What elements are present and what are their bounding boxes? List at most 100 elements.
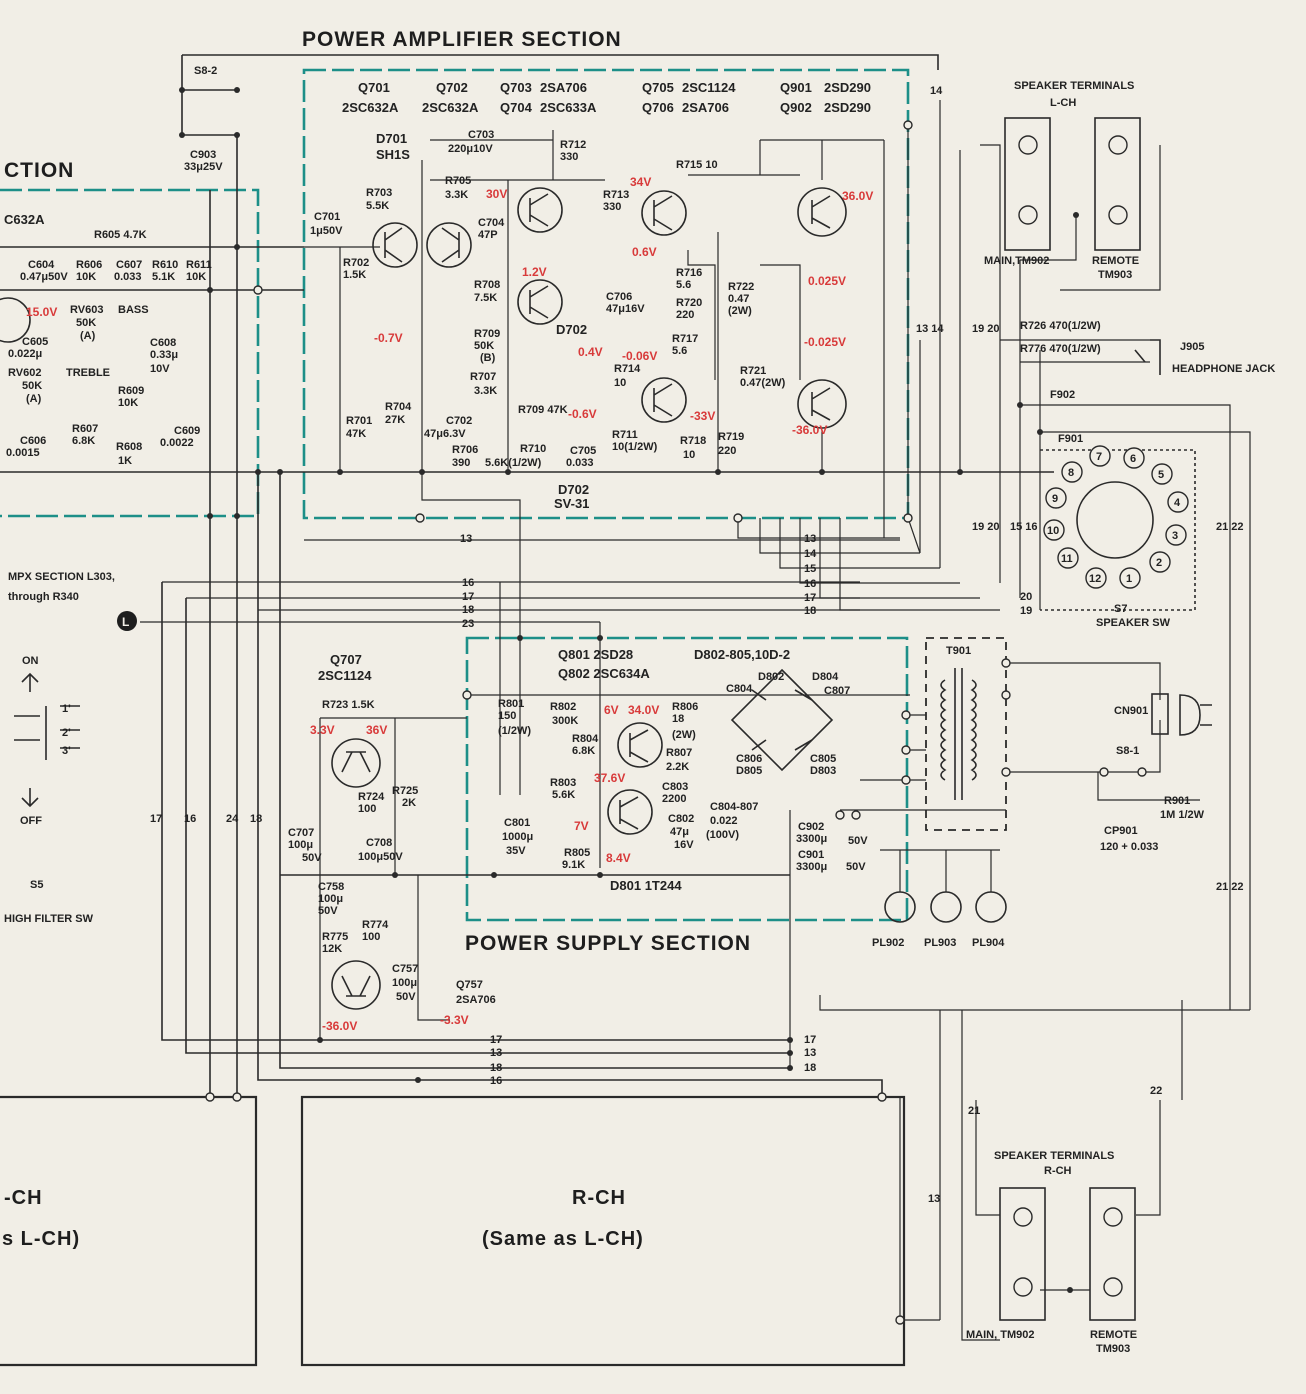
svg-text:17: 17	[804, 592, 816, 604]
svg-text:30V: 30V	[486, 187, 507, 201]
amp-part-labels: D701 SH1S C703 220μ10V R712 330 R715 10 …	[310, 129, 786, 511]
svg-text:1: 1	[1126, 573, 1132, 585]
svg-text:3: 3	[1172, 530, 1178, 542]
svg-text:D701: D701	[376, 131, 407, 146]
svg-text:R726 470(1/2W): R726 470(1/2W)	[1020, 320, 1101, 332]
svg-text:17: 17	[462, 591, 474, 603]
svg-text:2SC633A: 2SC633A	[540, 100, 597, 115]
svg-text:10: 10	[683, 449, 695, 461]
svg-text:16: 16	[462, 577, 474, 589]
svg-text:C632A: C632A	[4, 212, 45, 227]
svg-text:R706: R706	[452, 444, 478, 456]
svg-text:2': 2'	[62, 727, 71, 739]
svg-text:HEADPHONE JACK: HEADPHONE JACK	[1172, 363, 1275, 375]
svg-text:C801: C801	[504, 817, 530, 829]
svg-text:50K: 50K	[76, 317, 96, 329]
svg-text:-36.0V: -36.0V	[792, 423, 827, 437]
svg-text:PL904: PL904	[972, 937, 1005, 949]
svg-text:R723 1.5K: R723 1.5K	[322, 699, 375, 711]
svg-text:D803: D803	[810, 765, 836, 777]
svg-text:R607: R607	[72, 423, 98, 435]
svg-text:R713: R713	[603, 189, 629, 201]
svg-text:18: 18	[462, 604, 474, 616]
transformer-box	[925, 637, 1007, 831]
svg-text:5.6K(1/2W): 5.6K(1/2W)	[485, 457, 542, 469]
svg-text:R805: R805	[564, 847, 590, 859]
speaker-rch-labels: SPEAKER TERMINALS R-CH MAIN, TM902 REMOT…	[966, 1150, 1137, 1355]
svg-text:SH1S: SH1S	[376, 147, 410, 162]
svg-text:C806: C806	[736, 753, 762, 765]
svg-text:100μ: 100μ	[392, 977, 417, 989]
svg-text:5.1K: 5.1K	[152, 271, 175, 283]
svg-text:50V: 50V	[846, 861, 866, 873]
supply-labels: Q707 2SC1124 R723 1.5K 3.3V 36V R724 100…	[288, 645, 1205, 1033]
svg-text:SPEAKER SW: SPEAKER SW	[1096, 617, 1171, 629]
svg-text:50V: 50V	[302, 852, 322, 864]
svg-text:10V: 10V	[150, 363, 170, 375]
svg-text:C757: C757	[392, 963, 418, 975]
svg-text:R719: R719	[718, 431, 744, 443]
svg-text:13: 13	[804, 533, 816, 545]
svg-text:34.0V: 34.0V	[628, 703, 659, 717]
svg-text:(B): (B)	[480, 352, 496, 364]
svg-text:C608: C608	[150, 337, 176, 349]
svg-text:Q704: Q704	[500, 100, 533, 115]
svg-text:0.022μ: 0.022μ	[8, 348, 42, 360]
svg-text:10K: 10K	[76, 271, 96, 283]
svg-text:6: 6	[1130, 453, 1136, 465]
svg-text:8: 8	[1068, 467, 1074, 479]
rch-block-title: R-CH	[572, 1187, 626, 1209]
svg-text:R804: R804	[572, 733, 599, 745]
svg-text:(100V): (100V)	[706, 829, 739, 841]
svg-text:C807: C807	[824, 685, 850, 697]
svg-text:220μ10V: 220μ10V	[448, 143, 493, 155]
svg-text:18: 18	[490, 1062, 502, 1074]
lch-block-title: -CH	[4, 1187, 43, 1209]
svg-text:0.47: 0.47	[728, 293, 749, 305]
svg-text:18: 18	[250, 813, 262, 825]
svg-text:C704: C704	[478, 217, 505, 229]
svg-text:R711: R711	[612, 429, 638, 441]
svg-text:50V: 50V	[318, 905, 338, 917]
svg-text:0.022: 0.022	[710, 815, 738, 827]
svg-text:(2W): (2W)	[672, 729, 696, 741]
svg-text:2K: 2K	[402, 797, 416, 809]
svg-text:C705: C705	[570, 445, 596, 457]
svg-text:R774: R774	[362, 919, 389, 931]
svg-text:R722: R722	[728, 281, 754, 293]
svg-text:330: 330	[560, 151, 578, 163]
svg-text:14: 14	[930, 85, 943, 97]
svg-text:50K: 50K	[22, 380, 42, 392]
svg-text:15 16: 15 16	[1010, 521, 1038, 533]
svg-text:R801: R801	[498, 698, 524, 710]
svg-text:2SC1124: 2SC1124	[318, 668, 372, 683]
svg-text:16V: 16V	[674, 839, 694, 851]
svg-text:14: 14	[804, 548, 817, 560]
svg-text:R709 47K: R709 47K	[518, 404, 568, 416]
svg-text:R803: R803	[550, 777, 576, 789]
high-filter-switch: ON 1' 2' 3' OFF S5 HIGH FILTER SW	[4, 655, 94, 925]
svg-text:Q757: Q757	[456, 979, 483, 991]
svg-text:2SA706: 2SA706	[682, 100, 729, 115]
svg-text:2SA706: 2SA706	[540, 80, 587, 95]
svg-text:23: 23	[462, 618, 474, 630]
svg-text:5.6K: 5.6K	[552, 789, 575, 801]
svg-text:REMOTE: REMOTE	[1090, 1329, 1137, 1341]
svg-text:7: 7	[1096, 451, 1102, 463]
svg-text:50K: 50K	[474, 340, 494, 352]
svg-text:R901: R901	[1164, 795, 1190, 807]
svg-text:C701: C701	[314, 211, 340, 223]
power-amp-title: POWER AMPLIFIER SECTION	[302, 28, 622, 51]
svg-text:R724: R724	[358, 791, 385, 803]
svg-text:C708: C708	[366, 837, 392, 849]
svg-text:Q707: Q707	[330, 652, 362, 667]
svg-text:330: 330	[603, 201, 621, 213]
svg-text:S5: S5	[30, 879, 43, 891]
wiring	[0, 54, 1251, 1341]
svg-text:R608: R608	[116, 441, 142, 453]
svg-text:R776 470(1/2W): R776 470(1/2W)	[1020, 343, 1101, 355]
power-supply-title: POWER SUPPLY SECTION	[465, 932, 751, 955]
transformer	[940, 668, 977, 800]
svg-text:C902: C902	[798, 821, 824, 833]
